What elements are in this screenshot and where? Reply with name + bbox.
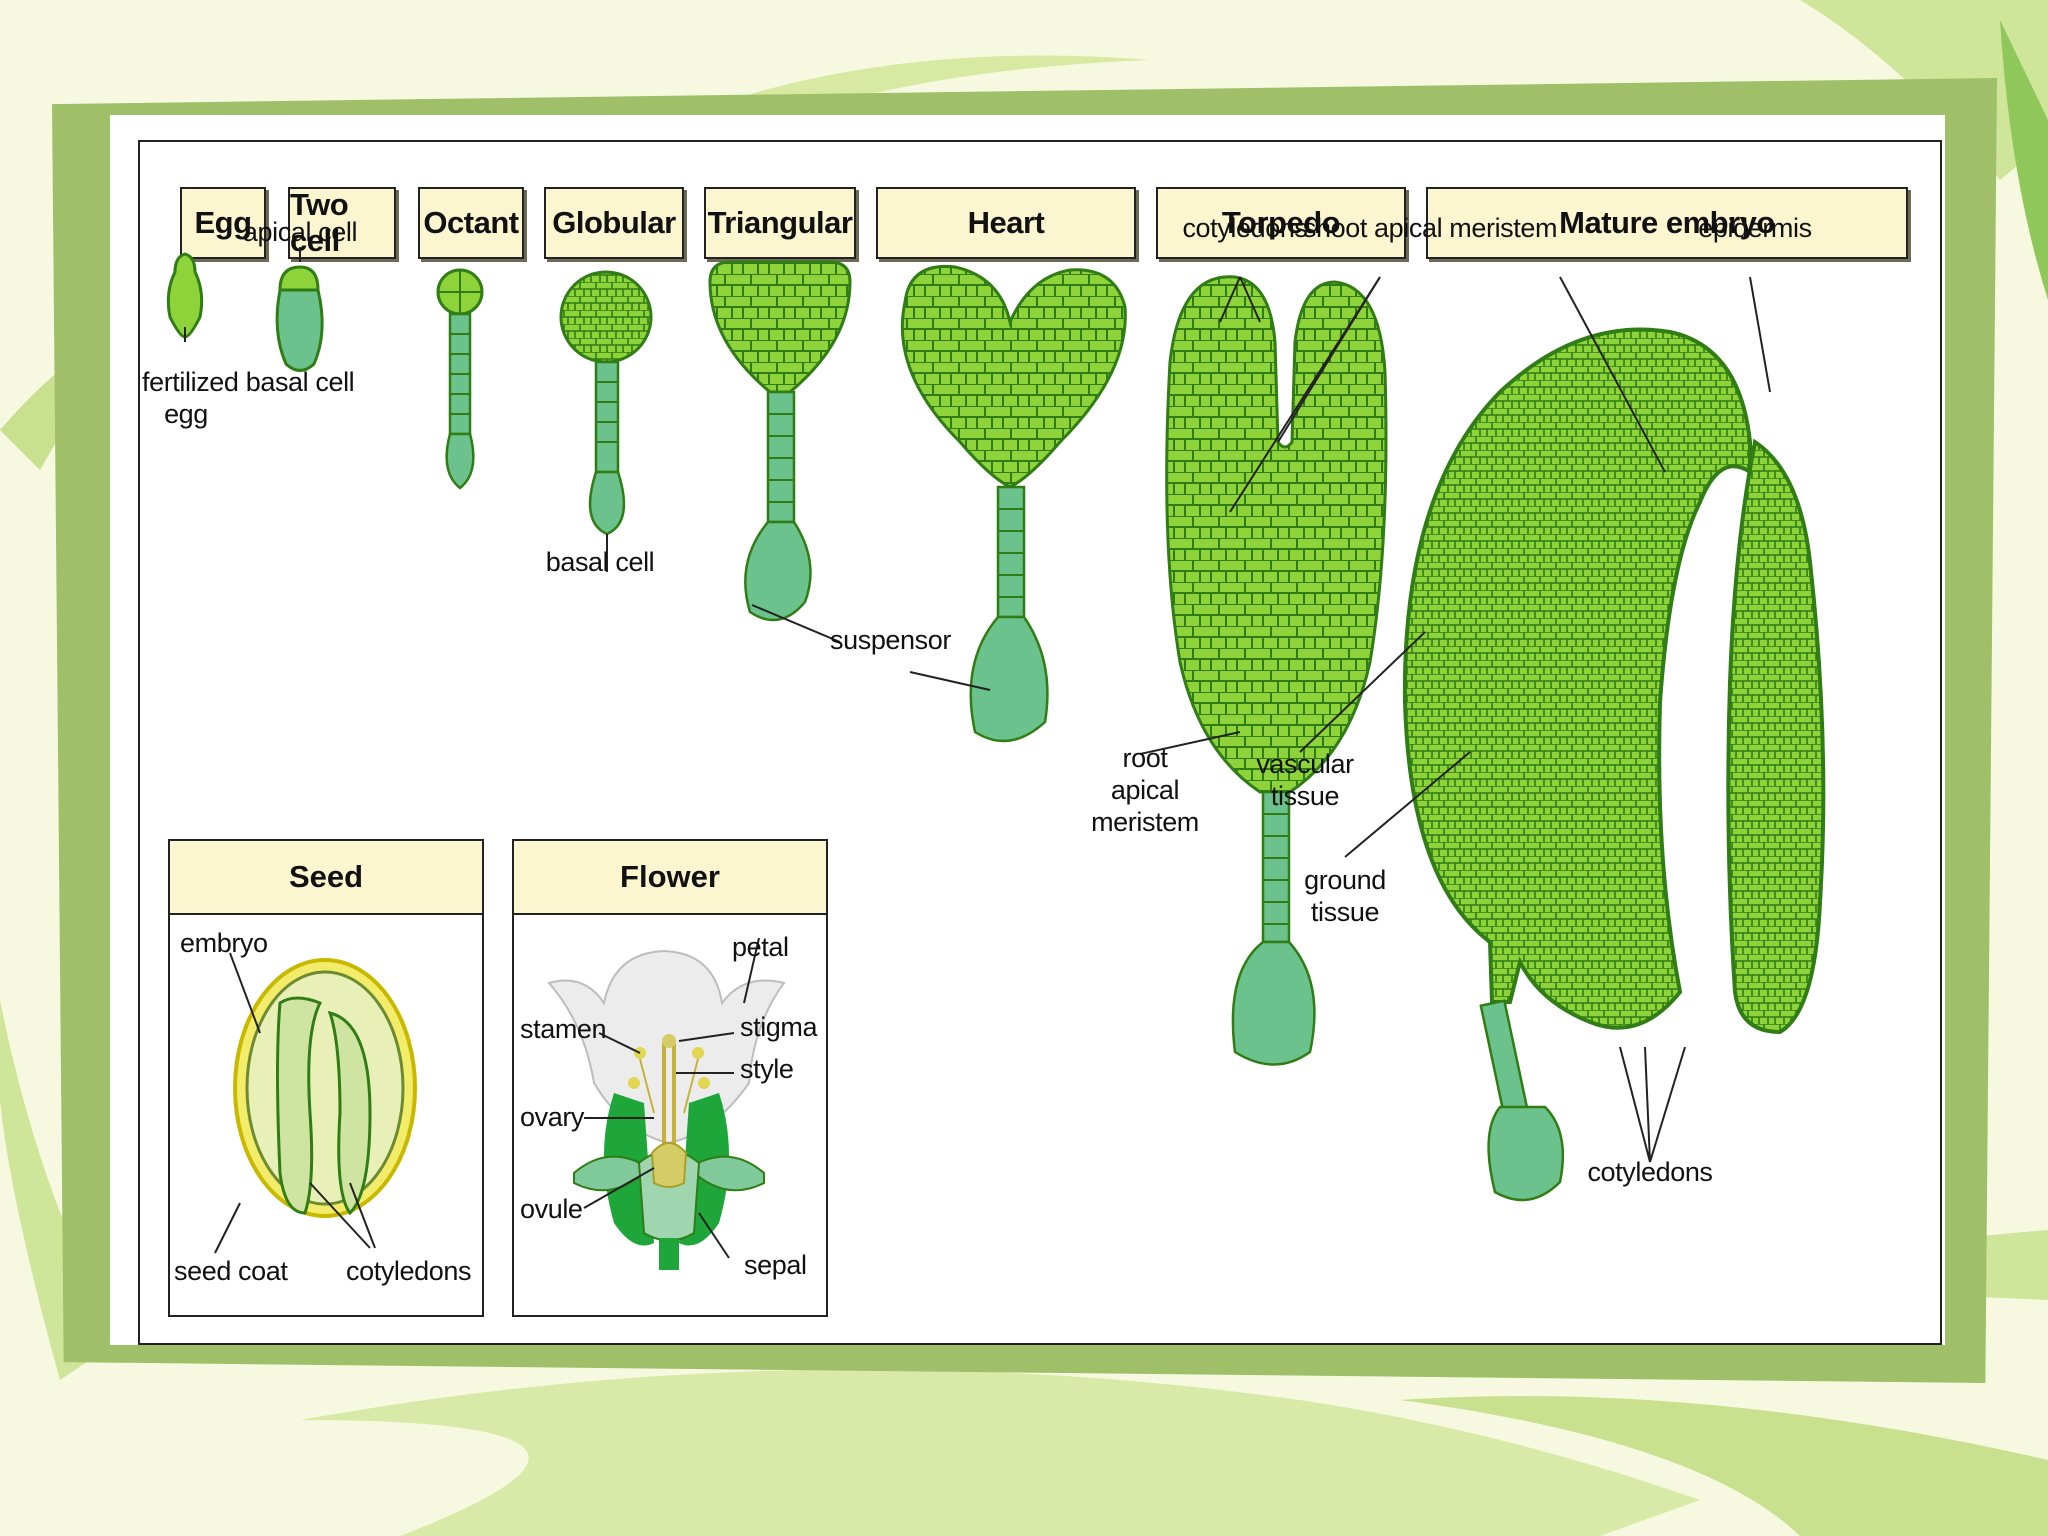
stage-heart: Heart [876,187,1136,259]
embryo-development-figure: Egg Two cell Octant Globular Triangular … [138,140,1942,1345]
stage-octant: Octant [418,187,524,259]
flower-title: Flower [514,841,826,915]
label-vascular-tissue: tissue [1270,781,1340,811]
stage-triangular: Triangular [704,187,856,259]
torpedo-embryo-icon [1165,275,1388,1066]
fertilized-egg-icon [166,252,204,339]
label-cotyledons-bottom: cotyledons [1587,1157,1713,1187]
stage-torpedo: Torpedo [1156,187,1406,259]
label-style: style [740,1054,794,1084]
label-seed-cotyledons: cotyledons [346,1256,472,1286]
seed-drawing [214,952,417,1254]
label-stamen: stamen [520,1014,607,1044]
label-suspensor: suspensor [830,625,951,655]
label-apical: apical [1110,775,1180,805]
label-seed-embryo: embryo [180,928,268,958]
two-cell-embryo-icon [275,265,324,372]
stage-two-cell: Two cell [288,187,396,259]
embryo-drawings [166,247,1826,1202]
heart-embryo-icon [900,264,1127,743]
label-fertilized: fertilized [142,367,239,397]
label-sepal: sepal [744,1250,807,1280]
seed-title: Seed [170,841,482,915]
label-ground-tissue: tissue [1310,897,1380,927]
label-cotyledons-top: cotyledons [1182,213,1308,243]
label-petal: petal [732,932,789,962]
stage-globular: Globular [544,187,684,259]
stage-egg: Egg [180,187,266,259]
flower-drawing [547,937,786,1270]
label-ovule: ovule [520,1194,583,1224]
label-meristem: meristem [1091,807,1199,837]
label-egg: egg [164,399,208,429]
triangular-embryo-icon [708,260,852,622]
label-shoot-apical-meristem: shoot apical meristem [1302,213,1558,243]
label-apical-cell: apical cell [242,217,358,247]
seed-box: Seed embryo seed coat cotyledons [168,839,484,1317]
label-basal-cell-top: basal cell [245,367,355,397]
label-stigma: stigma [740,1012,818,1042]
label-seed-coat: seed coat [174,1256,288,1286]
label-ovary: ovary [520,1102,585,1132]
label-epidermis: epidermis [1698,213,1812,243]
label-root: root [1122,743,1168,773]
label-ground: ground [1304,865,1386,895]
flower-box: Flower petal stamen stig [512,839,828,1317]
label-basal-cell-bottom: basal cell [545,547,655,577]
label-vascular: vascular [1256,749,1354,779]
octant-embryo-icon [436,268,484,490]
stage-mature-embryo: Mature embryo [1426,187,1908,259]
globular-embryo-icon [559,270,653,536]
mature-embryo-icon [1402,327,1826,1202]
